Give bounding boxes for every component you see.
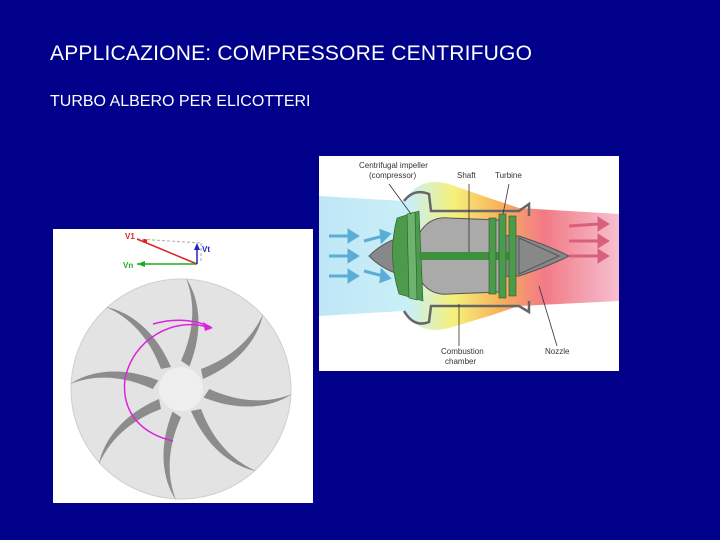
label-turbine: Turbine (495, 171, 522, 180)
turbine (488, 213, 517, 299)
compressor-impeller (392, 210, 424, 302)
slide-title: APPLICAZIONE: COMPRESSORE CENTRIFUGO (50, 42, 533, 65)
vn-label: Vn (123, 261, 133, 270)
label-chamber: chamber (445, 357, 476, 366)
impeller-diagram: V1 Vt Vn (53, 229, 313, 503)
impeller-hub (159, 367, 203, 411)
v1-label: V1 (125, 232, 135, 241)
label-impeller: Centrifugal impeller (359, 161, 428, 170)
rotation-arrow (123, 319, 213, 442)
velocity-triangle: V1 Vt Vn (123, 232, 210, 270)
shaft (419, 252, 514, 260)
label-combustion: Combustion (441, 347, 484, 356)
label-nozzle: Nozzle (545, 347, 570, 356)
intake-arrows (329, 228, 392, 284)
label-compressor: (compressor) (369, 171, 416, 180)
vt-label: Vt (202, 245, 210, 254)
turboshaft-diagram: Centrifugal impeller (compressor) Shaft … (319, 156, 619, 371)
label-shaft: Shaft (457, 171, 476, 180)
exhaust-arrows (568, 216, 610, 264)
impeller-vanes (69, 277, 293, 501)
slide-subtitle: TURBO ALBERO PER ELICOTTERI (50, 93, 311, 110)
